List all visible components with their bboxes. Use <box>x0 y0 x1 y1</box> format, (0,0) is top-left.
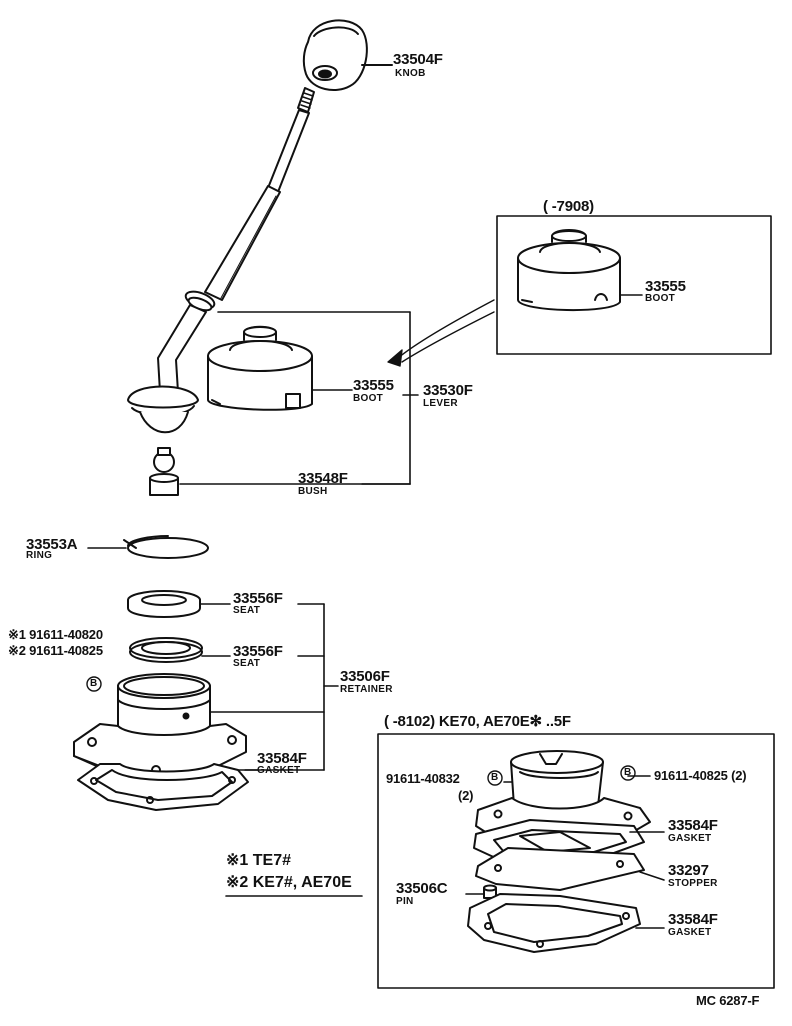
bolt-1-part-number: ※1 91611-40820 <box>8 627 103 642</box>
knob-drawing <box>302 19 393 91</box>
gasket-part-number: 33584F <box>257 750 307 767</box>
lever-part-name: LEVER <box>423 398 458 409</box>
inset-bolt-left-number: 91611-40832 <box>386 771 460 786</box>
inset-old-boot-label: ( -7908) <box>543 198 594 215</box>
marker-b-inset-right-text: B <box>624 767 632 778</box>
marker-b-left-text: B <box>90 678 98 689</box>
ring-drawing <box>87 535 209 559</box>
retainer-part-name: RETAINER <box>340 684 393 695</box>
knob-part-number: 33504F <box>393 51 443 68</box>
inset-gasket-upper-number: 33584F <box>668 817 718 834</box>
inset-stopper-name: STOPPER <box>668 878 718 889</box>
gasket-drawing <box>77 763 259 811</box>
bolt-2-part-number: ※2 91611-40825 <box>8 643 103 658</box>
inset-gasket-upper-name: GASKET <box>668 833 712 844</box>
diagram-code: MC 6287-F <box>696 993 760 1008</box>
marker-b-inset-left-text: B <box>491 772 499 783</box>
reference-arrow <box>387 299 495 367</box>
seat-lower-part-number: 33556F <box>233 643 283 660</box>
bush-part-number: 33548F <box>298 470 348 487</box>
inset-gasket-lower-name: GASKET <box>668 927 712 938</box>
inset-pin-number: 33506C <box>396 880 448 897</box>
note-2: ※2 KE7#, AE70E <box>226 874 352 891</box>
inset-gasket-lower-number: 33584F <box>668 911 718 928</box>
inset-pin-name: PIN <box>396 896 414 907</box>
lever-bracket <box>179 311 419 485</box>
boot-drawing <box>207 325 313 411</box>
boot-part-name: BOOT <box>353 393 384 404</box>
lever-drawing <box>127 87 315 496</box>
ring-part-number: 33553A <box>26 536 78 553</box>
seat-lower-drawing <box>129 637 231 663</box>
inset-bolt-right-number: 91611-40825 (2) <box>654 768 747 783</box>
note-1: ※1 TE7# <box>226 852 291 869</box>
seat-upper-part-number: 33556F <box>233 590 283 607</box>
seat-lower-part-name: SEAT <box>233 658 261 669</box>
boot-old-part-name: BOOT <box>645 293 676 304</box>
gasket-part-name: GASKET <box>257 765 301 776</box>
seat-upper-part-name: SEAT <box>233 605 261 616</box>
boot-part-number: 33555 <box>353 377 394 394</box>
lever-part-number: 33530F <box>423 382 473 399</box>
retainer-part-number: 33506F <box>340 668 390 685</box>
inset-bolt-left-qty: (2) <box>458 788 474 803</box>
marker-b-left <box>86 676 102 692</box>
inset-retainer-box <box>377 733 775 989</box>
seat-upper-drawing <box>127 590 231 618</box>
knob-part-name: KNOB <box>395 68 426 79</box>
inset-retainer-label: ( -8102) KE70, AE70E✻ ..5F <box>384 713 571 730</box>
inset-old-boot-box <box>496 215 772 355</box>
ring-part-name: RING <box>26 550 53 561</box>
bush-part-name: BUSH <box>298 486 328 497</box>
boot-old-part-number: 33555 <box>645 278 686 295</box>
inset-stopper-number: 33297 <box>668 862 709 879</box>
